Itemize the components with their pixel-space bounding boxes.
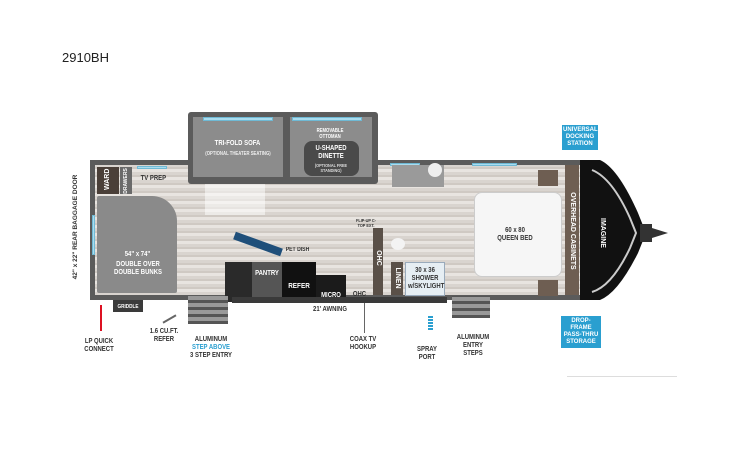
sofa-note: (OPTIONAL THEATER SEATING) xyxy=(205,151,271,157)
window xyxy=(137,166,167,169)
bunks-label: DOUBLE OVER DOUBLE BUNKS xyxy=(114,261,162,276)
dinette-note: (OPTIONAL FREE STANDING) xyxy=(314,163,348,173)
queen-bed-label: 60 x 80 QUEEN BED xyxy=(497,227,533,242)
refer-callout: 1.6 CU.FT. REFER xyxy=(149,328,179,343)
model-title: 2910BH xyxy=(62,50,109,65)
docking-station-tag: UNIVERSAL DOCKING STATION xyxy=(562,125,598,150)
refer-label: REFER xyxy=(288,281,310,290)
overhead-cabinets xyxy=(565,165,579,295)
queen-bed xyxy=(474,192,562,277)
tv-prep-label: TV PREP xyxy=(140,175,167,182)
window xyxy=(92,215,95,255)
wardrobe-label: WARD xyxy=(104,168,111,190)
spray-hose-icon xyxy=(428,316,433,330)
toilet xyxy=(391,238,405,250)
bunks xyxy=(97,196,177,293)
rear-steps xyxy=(188,296,228,324)
entry-callout-2: STEP ABOVE xyxy=(191,344,231,351)
sofa xyxy=(193,117,283,177)
drawers-label: DRAWERS xyxy=(123,168,129,194)
coax-pointer xyxy=(364,303,365,333)
flip-up-label: FLIP-UP C-TOP EXT. xyxy=(356,218,376,228)
pet-dish-label: PET DISH xyxy=(285,247,310,253)
shower-label: 30 x 36 SHOWER w/SKYLIGHT xyxy=(408,267,445,290)
refrigerator xyxy=(282,262,316,302)
window xyxy=(472,163,517,166)
shower xyxy=(405,262,445,296)
window xyxy=(292,117,362,121)
lp-line xyxy=(100,305,102,331)
baggage-door-label: 42" x 22" REAR BAGGAGE DOOR xyxy=(72,174,79,280)
dinette-label: U-SHAPED DINETTE xyxy=(315,145,347,160)
nightstand xyxy=(538,280,558,296)
brand-logo: IMAGINE xyxy=(599,218,606,248)
overhead-cabinet xyxy=(373,228,383,295)
nightstand xyxy=(538,170,558,186)
sink xyxy=(428,163,442,177)
ohc-label-2: OHC xyxy=(375,250,382,266)
sofa-label: TRI-FOLD SOFA xyxy=(214,140,261,147)
bunks-size: 54" x 74" xyxy=(124,251,151,258)
entry-steps-callout: ALUMINUM ENTRY STEPS xyxy=(456,334,490,357)
awning-label: 21' AWNING xyxy=(313,306,347,313)
micro-label: MICRO xyxy=(321,292,341,299)
drawers xyxy=(120,167,132,194)
coax-callout: COAX TV HOOKUP xyxy=(349,336,377,351)
griddle-label: GRIDDLE xyxy=(117,304,139,310)
linen-label: LINEN xyxy=(394,267,401,289)
awning xyxy=(232,297,447,303)
wardrobe xyxy=(97,167,119,194)
griddle xyxy=(113,300,143,312)
entry-callout-1: ALUMINUM xyxy=(194,336,228,343)
overhead-cabinets-label: OVERHEAD CABINETS xyxy=(569,192,576,270)
spray-port-callout: SPRAY PORT xyxy=(417,346,437,361)
linen-closet xyxy=(391,262,403,295)
pantry xyxy=(252,262,282,302)
refer-pointer xyxy=(162,314,177,324)
window xyxy=(203,117,273,121)
cabinet xyxy=(225,262,252,302)
entry-steps xyxy=(452,296,490,318)
lp-quick-connect-label: LP QUICK CONNECT xyxy=(84,338,114,353)
ohc-label-1: OHC xyxy=(352,291,367,298)
entry-callout-3: 3 STEP ENTRY xyxy=(190,352,232,359)
front-cap xyxy=(580,160,668,300)
dinette xyxy=(304,141,359,176)
divider xyxy=(567,376,677,377)
ottoman-label: REMOVABLE OTTOMAN xyxy=(316,128,344,140)
pantry-label: PANTRY xyxy=(255,270,279,277)
pass-thru-storage-tag: DROP-FRAME PASS-THRU STORAGE xyxy=(561,316,601,348)
